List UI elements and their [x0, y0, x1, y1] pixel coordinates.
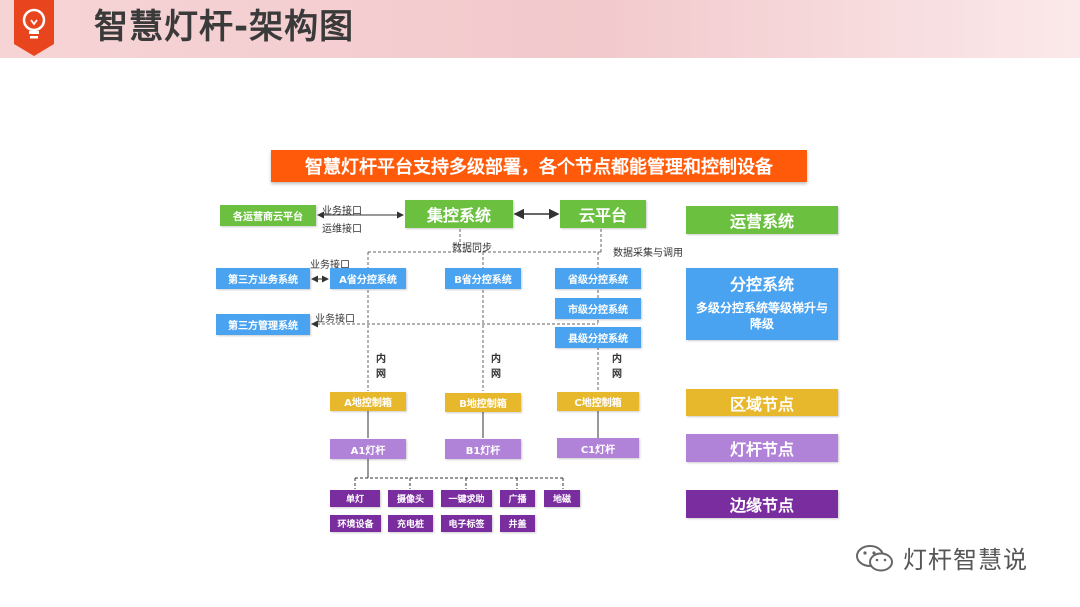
legend-operation-system: 运营系统	[686, 206, 838, 234]
watermark: 灯杆智慧说	[855, 540, 1028, 575]
data-collect-label: 数据采集与调用	[613, 248, 683, 259]
c1-pole-box: C1灯杆	[557, 438, 639, 458]
intranet-char-1: 内	[612, 354, 622, 365]
device-charging-pile: 充电桩	[388, 515, 433, 532]
biz-interface-label-3: 业务接口	[315, 314, 355, 325]
device-single-lamp: 单灯	[330, 490, 380, 507]
intranet-char-1: 内	[491, 354, 501, 365]
legend-region-node: 区域节点	[686, 389, 838, 416]
legend-sub-control-title: 分控系统	[729, 275, 794, 294]
cloud-platform-box: 云平台	[560, 200, 646, 228]
device-camera: 摄像头	[388, 490, 433, 507]
device-geomagnetic: 地磁	[544, 490, 580, 507]
intranet-label-a: 内 网	[375, 352, 387, 382]
a-control-cabinet-box: A地控制箱	[330, 392, 406, 411]
data-sync-label: 数据同步	[452, 243, 492, 254]
third-party-management-box: 第三方管理系统	[216, 314, 310, 335]
a-province-control-box: A省分控系统	[330, 268, 406, 289]
b-province-control-box: B省分控系统	[445, 268, 521, 289]
header-band	[0, 0, 1080, 58]
intranet-label-c: 内 网	[611, 352, 623, 382]
ops-interface-label: 运维接口	[322, 224, 362, 235]
legend-sub-control-system: 分控系统 多级分控系统等级梯升与降级	[686, 268, 838, 340]
county-level-control-box: 县级分控系统	[555, 327, 641, 348]
a1-pole-box: A1灯杆	[330, 439, 406, 459]
biz-interface-label-2: 业务接口	[310, 260, 350, 271]
intranet-label-b: 内 网	[490, 352, 502, 382]
device-manhole-cover: 井盖	[500, 515, 535, 532]
lightbulb-icon	[14, 0, 54, 56]
operators-cloud-box: 各运营商云平台	[220, 205, 316, 226]
b-control-cabinet-box: B地控制箱	[445, 393, 521, 412]
biz-interface-label: 业务接口	[322, 206, 362, 217]
province-level-control-box: 省级分控系统	[555, 268, 641, 289]
third-party-business-box: 第三方业务系统	[216, 268, 310, 289]
device-sos-button: 一键求助	[441, 490, 492, 507]
intranet-char-2: 网	[376, 369, 386, 380]
legend-edge-node: 边缘节点	[686, 490, 838, 518]
c-control-cabinet-box: C地控制箱	[557, 392, 639, 411]
intranet-char-2: 网	[491, 369, 501, 380]
intranet-char-1: 内	[376, 354, 386, 365]
device-e-tag: 电子标签	[441, 515, 492, 532]
legend-sub-control-desc: 多级分控系统等级梯升与降级	[695, 301, 828, 331]
device-environment: 环境设备	[330, 515, 381, 532]
city-level-control-box: 市级分控系统	[555, 298, 641, 319]
device-broadcast: 广播	[500, 490, 535, 507]
page-title: 智慧灯杆-架构图	[94, 7, 355, 47]
legend-pole-node: 灯杆节点	[686, 434, 838, 462]
wechat-icon	[856, 544, 893, 571]
b1-pole-box: B1灯杆	[445, 439, 521, 459]
watermark-text: 灯杆智慧说	[903, 546, 1028, 574]
intranet-char-2: 网	[612, 369, 622, 380]
headline-banner: 智慧灯杆平台支持多级部署，各个节点都能管理和控制设备	[271, 150, 807, 182]
jikong-system-box: 集控系统	[405, 200, 513, 228]
